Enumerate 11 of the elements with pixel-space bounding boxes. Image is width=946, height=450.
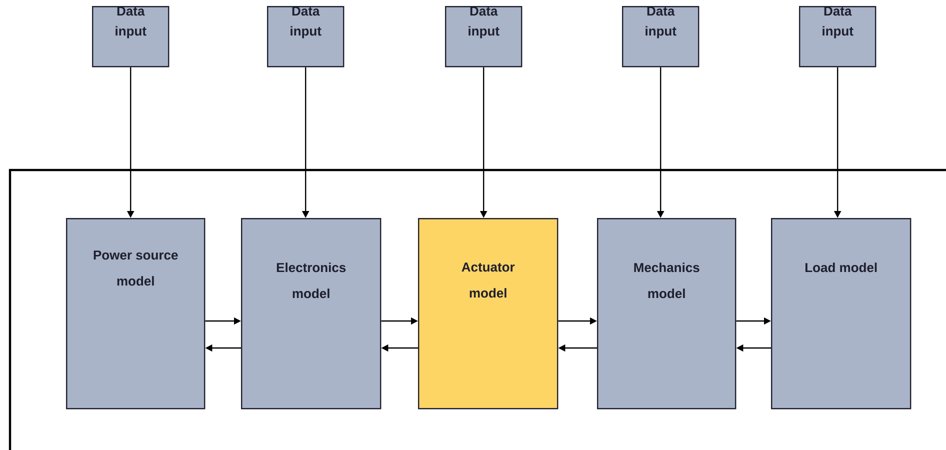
system-boundary xyxy=(8,168,946,450)
model-box: Electronics model xyxy=(241,218,382,410)
input-box: Data input xyxy=(799,6,876,68)
input-box: Data input xyxy=(445,6,522,68)
model-box: Mechanics model xyxy=(597,218,736,410)
input-box: Data input xyxy=(267,6,344,68)
input-box: Data input xyxy=(92,6,170,68)
model-box: Actuator model xyxy=(418,218,558,410)
model-box: Power source model xyxy=(66,218,206,410)
input-box: Data input xyxy=(622,6,700,68)
model-box: Load model xyxy=(771,218,912,410)
